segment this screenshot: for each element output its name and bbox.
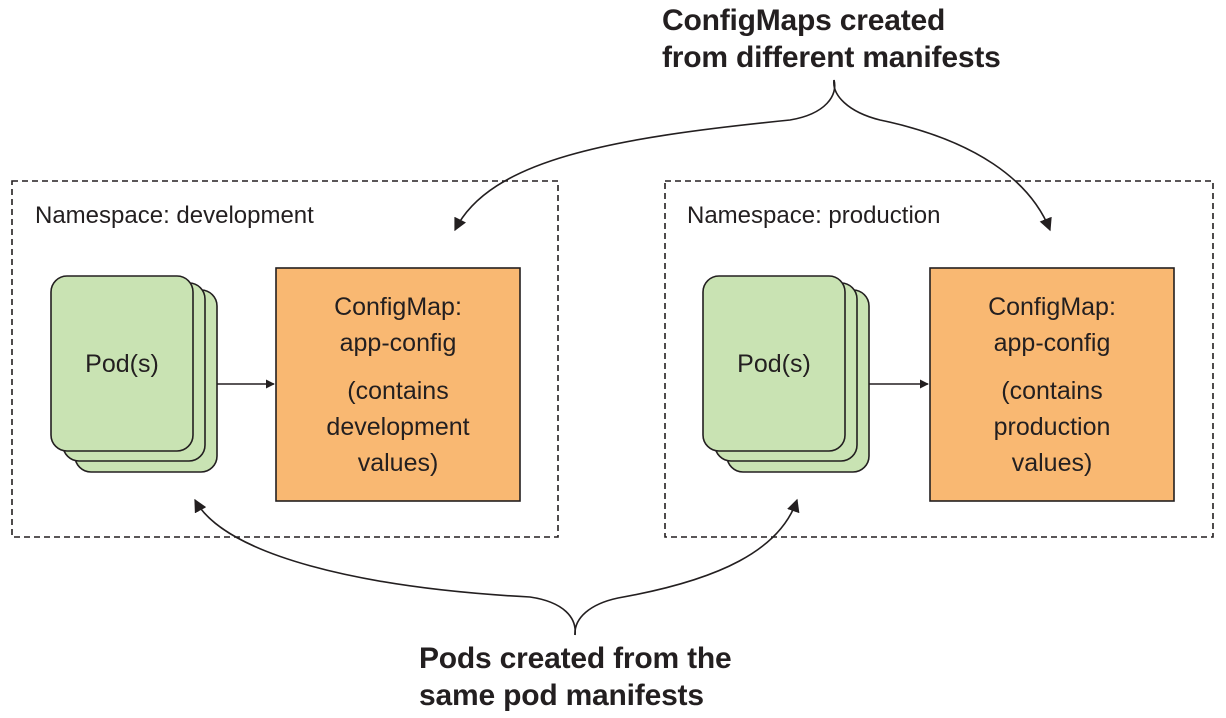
namespace-production-label: Namespace: production: [687, 202, 941, 229]
configmap-title: ConfigMap:: [334, 293, 462, 321]
namespace-development-box: [11, 180, 559, 538]
pods-callout: Pods created from the same pod manifests: [419, 640, 732, 714]
configmap-text-gap: [276, 361, 520, 373]
pods-brace-left-arrow: [194, 498, 576, 636]
pod-production-label: Pod(s): [737, 350, 811, 378]
configmaps-brace-right-arrow: [833, 79, 1052, 232]
configmap-development-text: ConfigMap: app-config (contains developm…: [276, 289, 520, 481]
pod-stack-development: [50, 275, 218, 473]
pods-callout-line1: Pods created from the: [419, 642, 732, 675]
configmaps-callout-line1: ConfigMaps created: [662, 4, 946, 37]
configmap-desc-line1: (contains: [347, 377, 449, 405]
configmap-desc-line3: values): [357, 449, 439, 477]
configmap-desc-line2: development: [326, 413, 470, 441]
configmap-name: app-config: [339, 329, 457, 357]
configmaps-brace-left-arrow: [454, 79, 836, 232]
pod-development-label: Pod(s): [85, 350, 159, 378]
namespace-development-label: Namespace: development: [35, 202, 314, 229]
pod-card-front: [702, 275, 846, 452]
namespace-production-box: [664, 180, 1214, 538]
configmap-production-text: ConfigMap: app-config (contains producti…: [930, 289, 1174, 481]
configmap-production-box: [929, 267, 1175, 502]
pod-stack-production: [702, 275, 870, 473]
configmaps-callout-line2: from different manifests: [662, 41, 1001, 74]
configmap-desc-line2: production: [993, 413, 1111, 441]
configmap-development-box: [275, 267, 521, 502]
pods-brace-right-arrow: [574, 498, 800, 636]
configmap-desc-line3: values): [1011, 449, 1093, 477]
configmap-text-gap: [930, 361, 1174, 373]
configmap-desc-line1: (contains: [1001, 377, 1103, 405]
configmaps-callout: ConfigMaps created from different manife…: [662, 2, 1001, 76]
pods-callout-line2: same pod manifests: [419, 679, 704, 712]
configmap-title: ConfigMap:: [988, 293, 1116, 321]
pod-card-front: [50, 275, 194, 452]
configmap-name: app-config: [993, 329, 1111, 357]
